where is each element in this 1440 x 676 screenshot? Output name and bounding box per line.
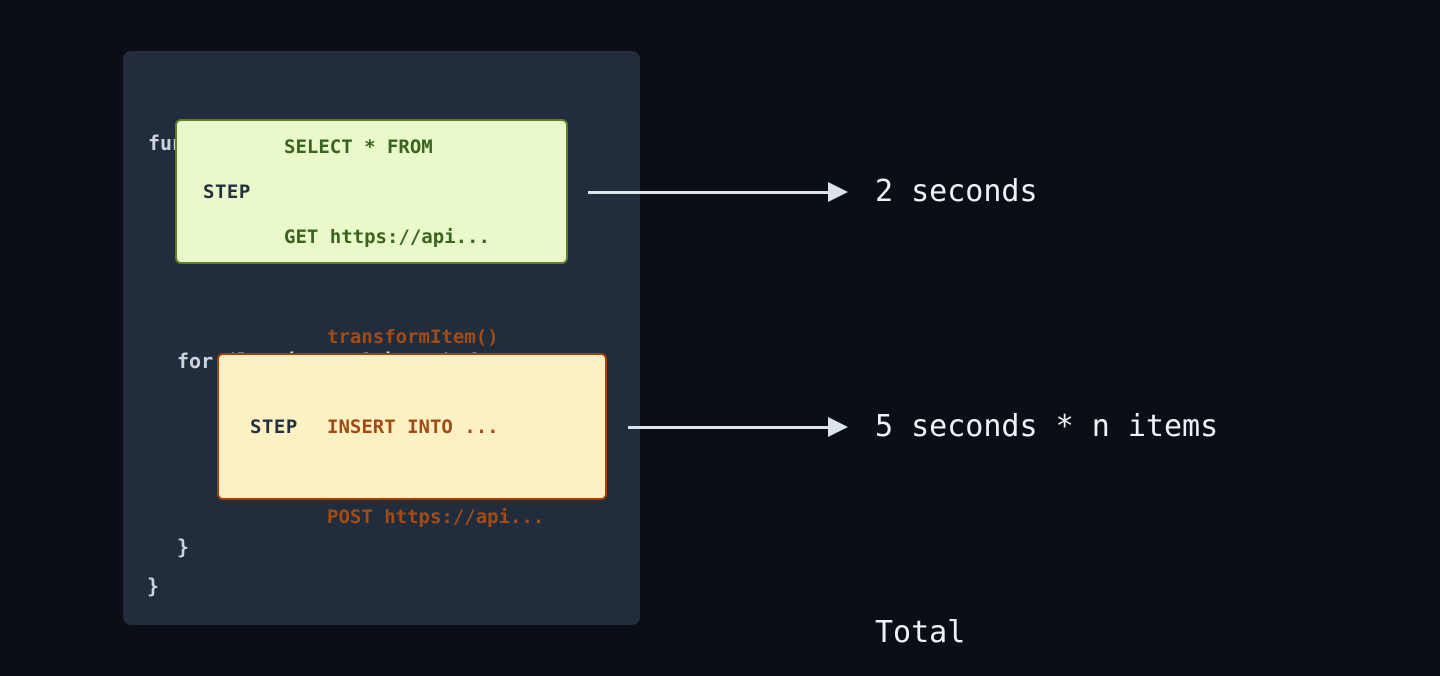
step-code-line: INSERT INTO ... — [327, 415, 499, 438]
step1-duration-label: 2 seconds — [875, 174, 1038, 209]
step-code-line: POST https://api... — [327, 505, 545, 528]
arrow-head-icon — [828, 182, 848, 202]
step-code-transform-load: transformItem() INSERT INTO ... POST htt… — [327, 262, 544, 592]
step-code-line: transformItem() — [327, 325, 499, 348]
step2-duration-label: 5 seconds * n items — [875, 409, 1219, 444]
total-summary: Total 100 items = 502 seconds — [875, 530, 1290, 676]
total-label: Total — [875, 615, 966, 650]
step-box-extract: STEP SELECT * FROM GET https://api... — [175, 119, 568, 264]
step-label-transform-load: STEP — [250, 415, 298, 438]
step-code-line: GET https://api... — [284, 225, 490, 248]
step-code-extract: SELECT * FROM GET https://api... — [284, 72, 490, 312]
arrow-step1-duration — [588, 182, 848, 202]
arrow-head-icon — [828, 417, 848, 437]
step-code-line: SELECT * FROM — [284, 135, 433, 158]
code-function-close: } — [147, 574, 160, 598]
arrow-line — [588, 190, 832, 194]
arrow-line — [628, 425, 832, 429]
code-panel: function () { STEP SELECT * FROM GET htt… — [123, 51, 640, 625]
step-label-extract: STEP — [203, 180, 251, 203]
arrow-step2-duration — [628, 417, 848, 437]
code-for-close: } — [177, 535, 190, 559]
step-box-transform-load: STEP transformItem() INSERT INTO ... POS… — [217, 326, 607, 528]
